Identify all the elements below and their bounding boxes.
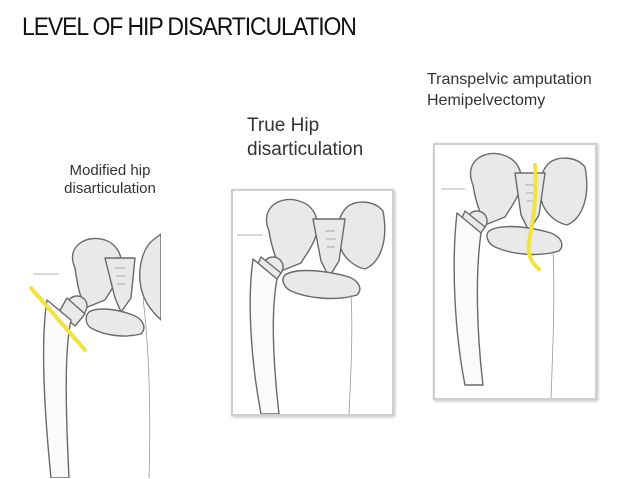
transpelvic-illustration (433, 143, 597, 400)
true-hip-label-line-1: True Hip (247, 115, 320, 136)
pubic-ring (486, 225, 563, 256)
pubic-ring (85, 308, 145, 337)
transpelvic-label-line-2: Hemipelvectomy (427, 91, 546, 109)
true-hip-label-line-2: disarticulation (247, 138, 364, 160)
slide-title: LEVEL OF HIP DISARTICULATION (22, 13, 357, 41)
true-hip-illustration (231, 189, 394, 416)
iliac-wing-right (139, 233, 161, 321)
sacrum (104, 257, 136, 313)
femur-shaft (249, 258, 280, 414)
limb-outline (142, 297, 151, 478)
sacrum (312, 218, 346, 278)
femoral-neck (58, 297, 86, 327)
sacrum (514, 172, 546, 232)
femur-shaft (42, 299, 72, 478)
modified-hip-label-line-2: disarticulation (64, 180, 156, 198)
amputation-cut-line (526, 163, 541, 271)
true-hip-label: True Hip disarticulation (247, 114, 363, 162)
limb-outline (550, 250, 555, 398)
femur-shaft (453, 212, 484, 386)
modified-hip-label: Modified hip disarticulation (50, 162, 170, 199)
amputation-cut-line (29, 286, 87, 352)
iliac-wing-right (336, 201, 386, 270)
iliac-wing-right (538, 157, 588, 226)
pubic-ring (282, 269, 361, 300)
transpelvic-label-line-1: Transpelvic amputation (427, 71, 592, 88)
modified-hip-label-line-1: Modified hip (69, 162, 151, 179)
limb-outline (348, 294, 353, 414)
modified-hip-illustration (25, 228, 161, 478)
transpelvic-label: Transpelvic amputation Hemipelvectomy (427, 70, 592, 112)
